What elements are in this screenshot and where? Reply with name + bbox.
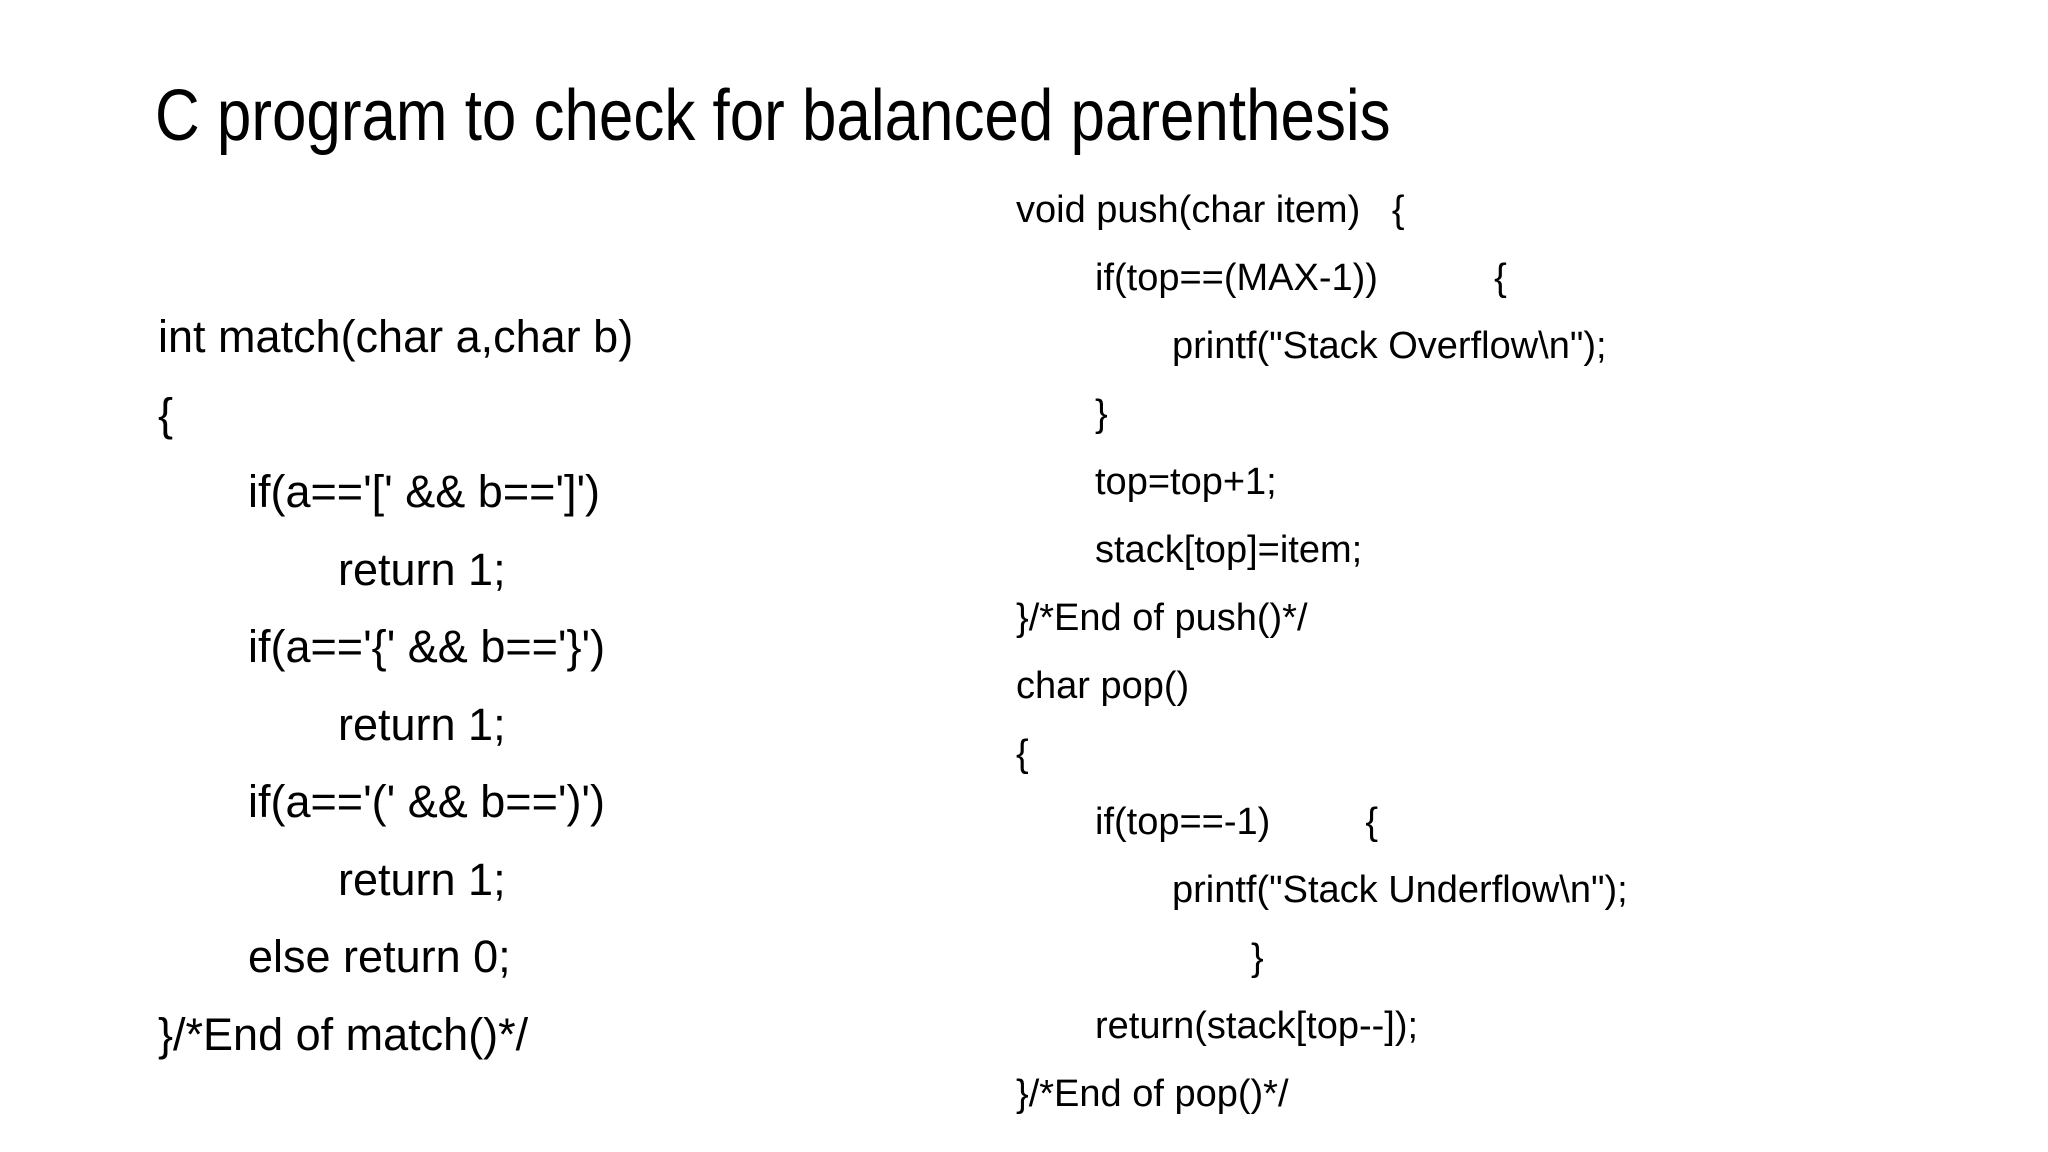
code-block-match-function: int match(char a,char b) { if(a=='[' && b=… <box>158 298 633 1073</box>
code-line: void push(char item) { <box>1016 189 1405 231</box>
code-block-push-pop-functions: void push(char item) { if(top==(MAX-1)) {… <box>1016 176 1628 1128</box>
code-line: int match(char a,char b) <box>158 311 634 362</box>
code-line: if(a=='{' && b=='}') <box>248 621 606 672</box>
code-line: return 1; <box>338 543 506 595</box>
code-line: { <box>158 388 174 440</box>
slide-title: C program to check for balanced parenthe… <box>155 76 1391 156</box>
code-line: if(top==-1) { <box>1095 801 1379 843</box>
code-line: stack[top]=item; <box>1095 529 1363 571</box>
code-line: } <box>1251 937 1264 979</box>
code-line: else return 0; <box>248 931 511 982</box>
code-line: if(a=='[' && b==']') <box>248 466 601 517</box>
code-line: printf("Stack Underflow\n"); <box>1172 869 1628 911</box>
code-line: }/*End of match()*/ <box>158 1008 529 1060</box>
code-line: } <box>1095 393 1108 435</box>
code-line: }/*End of push()*/ <box>1016 597 1308 639</box>
code-line: return 1; <box>338 698 506 750</box>
code-line: if(a=='(' && b==')') <box>248 776 606 827</box>
code-line: if(top==(MAX-1)) { <box>1095 257 1507 299</box>
code-line: top=top+1; <box>1095 461 1277 503</box>
code-line: char pop() <box>1016 665 1190 707</box>
code-line: printf("Stack Overflow\n"); <box>1172 325 1607 367</box>
code-line: }/*End of pop()*/ <box>1016 1073 1289 1115</box>
code-line: { <box>1016 733 1029 775</box>
code-line: return 1; <box>338 853 506 905</box>
code-line: return(stack[top--]); <box>1095 1005 1419 1047</box>
